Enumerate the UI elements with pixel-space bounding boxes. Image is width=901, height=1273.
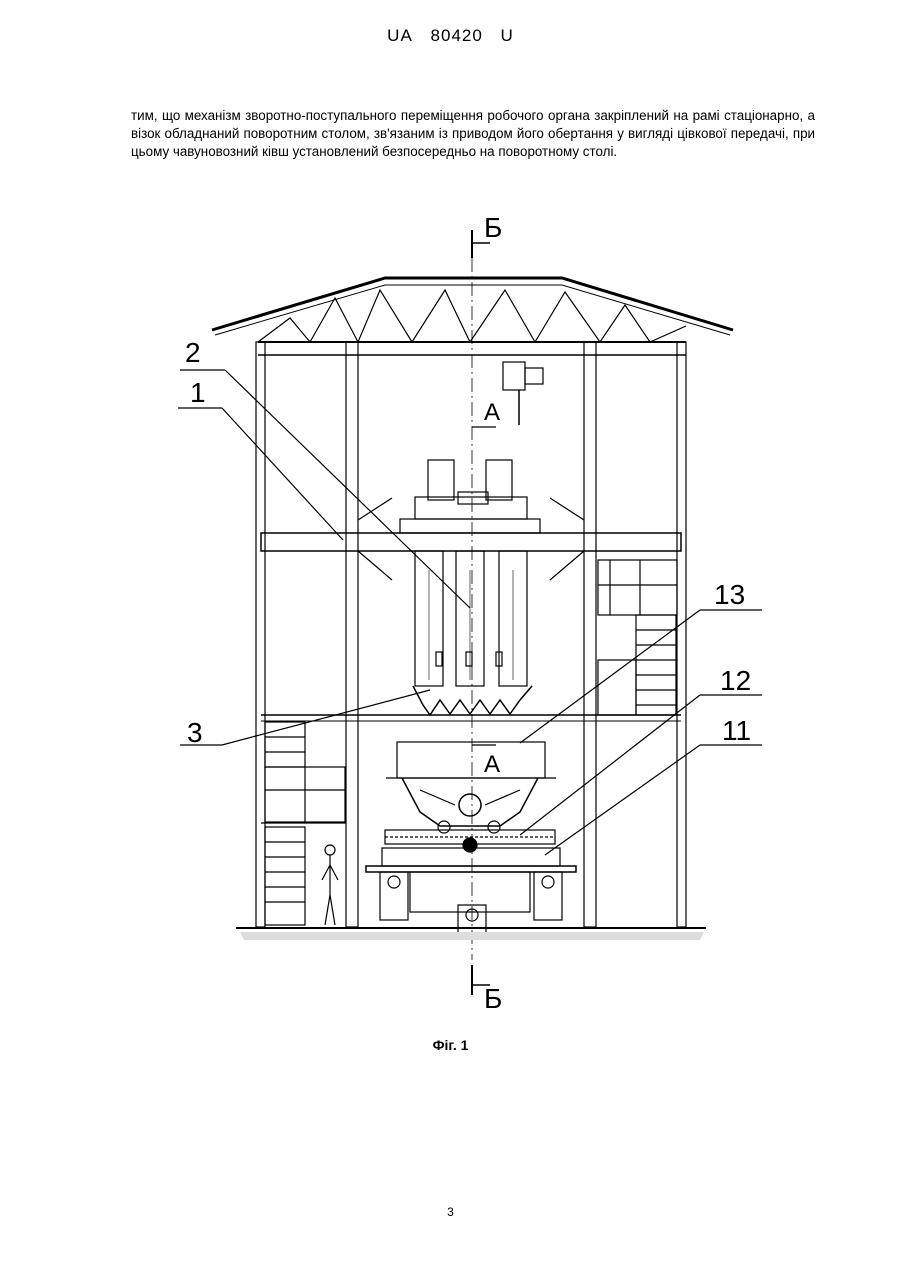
patent-kind: U — [501, 26, 514, 45]
column-left-outer — [256, 342, 265, 927]
page-number: 3 — [0, 1205, 901, 1219]
patent-country: UA — [387, 26, 413, 45]
column-right-outer — [677, 342, 686, 927]
motor-left — [428, 460, 454, 500]
view-label-lower: А — [484, 751, 500, 778]
callout-11: 11 — [722, 715, 751, 746]
patent-number: 80420 — [431, 26, 483, 45]
patent-header: UA 80420 U — [0, 26, 901, 46]
main-beam — [261, 533, 681, 551]
working-teeth — [413, 686, 532, 715]
view-label-upper: А — [484, 399, 500, 426]
ladle-body — [402, 778, 538, 826]
claim-paragraph: тим, що механізм зворотно-поступального … — [131, 107, 815, 161]
technical-drawing: Б Б А А 2 1 3 13 12 11 — [160, 205, 780, 1025]
ladle-top — [397, 742, 545, 778]
callout-3: 3 — [187, 717, 203, 748]
roof-line — [212, 278, 733, 330]
ladle-trunnion — [459, 794, 481, 816]
drawing-svg: Б Б А А 2 1 3 13 12 11 — [160, 205, 780, 1025]
callout-12: 12 — [720, 665, 751, 696]
callout-1: 1 — [190, 377, 206, 408]
column-right-inner — [584, 342, 596, 927]
figure-caption: Фіг. 1 — [0, 1037, 901, 1053]
section-label-bottom: Б — [484, 983, 502, 1014]
section-label-top: Б — [484, 212, 502, 243]
motor-right — [486, 460, 512, 500]
column-left-inner — [346, 342, 358, 927]
callout-13: 13 — [714, 579, 745, 610]
callout-2: 2 — [185, 337, 201, 368]
